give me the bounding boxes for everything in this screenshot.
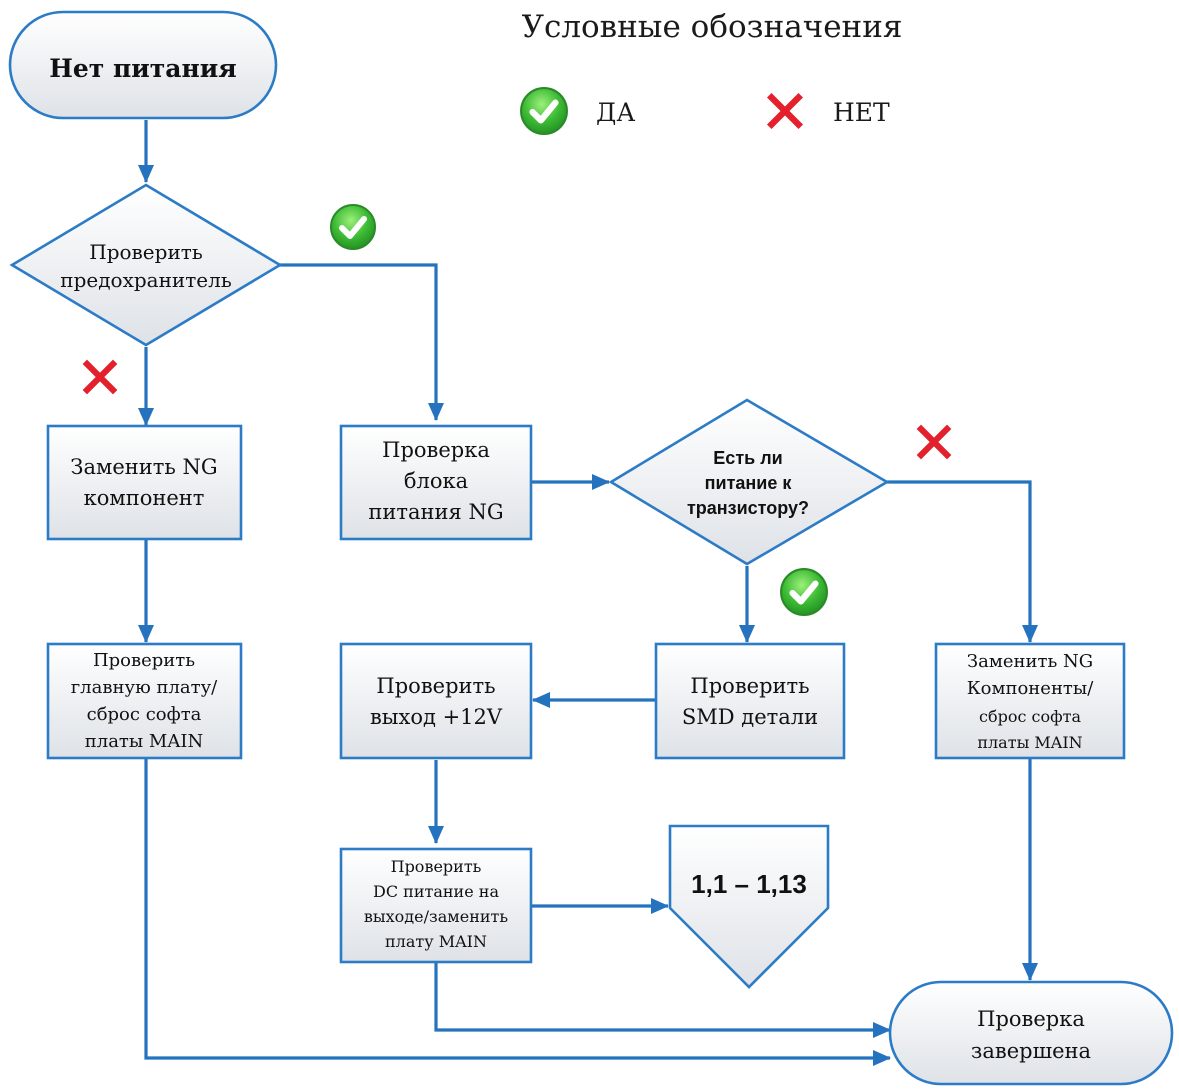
main-board-label-line4: платы MAIN [85, 731, 203, 752]
process-replace-ng-component: Заменить NG компонент [46, 424, 243, 541]
legend-title: Условные обозначения [522, 9, 903, 45]
transistor-label-line3: транзистору? [687, 498, 809, 518]
end-label-line2: завершена [971, 1039, 1091, 1063]
replace-ng-label-line2: компонент [84, 486, 205, 510]
offpage-reference: 1,1 – 1,13 [668, 824, 830, 989]
replace-reset-label-line4: платы MAIN [977, 733, 1082, 752]
legend-no-label: НЕТ [833, 98, 890, 127]
end-terminator: Проверка завершена [888, 980, 1174, 1086]
power-block-label-line2: блока [404, 469, 468, 493]
main-board-label-line1: Проверить [93, 650, 195, 671]
replace-reset-label-line1: Заменить NG [967, 651, 1093, 672]
smd-label-line1: Проверить [690, 674, 809, 698]
process-replace-components-reset: Заменить NG Компоненты/ сброс софта плат… [934, 642, 1126, 760]
main-board-label-line3: сброс софта [87, 704, 202, 725]
legend-yes-check-icon [521, 88, 567, 134]
connector-dc-to-end [434, 962, 891, 1038]
decision-check-fuse: Проверить предохранитель [9, 183, 283, 347]
check-12v-label-line1: Проверить [376, 674, 495, 698]
connector-question-no [887, 480, 1038, 643]
process-check-smd: Проверить SMD детали [654, 642, 846, 760]
check-dc-label-line2: DC питание на [373, 882, 499, 901]
legend-yes-label: ДА [596, 98, 635, 127]
start-label: Нет питания [49, 54, 237, 83]
process-check-dc: Проверить DC питание на выходе/заменить … [339, 847, 533, 964]
connector-mainboard-to-end [144, 758, 891, 1066]
power-block-label-line3: питания NG [368, 500, 503, 524]
check-fuse-label-line2: предохранитель [60, 268, 232, 292]
replace-reset-label-line2: Компоненты/ [967, 678, 1095, 699]
connector-fuse-yes [278, 263, 444, 421]
process-check-main-board: Проверить главную плату/ сброс софта пла… [46, 642, 243, 760]
process-check-12v: Проверить выход +12V [339, 642, 533, 760]
replace-ng-label-line1: Заменить NG [70, 455, 217, 479]
offpage-label: 1,1 – 1,13 [691, 869, 807, 899]
check-12v-label-line2: выход +12V [370, 705, 503, 729]
check-dc-label-line1: Проверить [391, 857, 482, 876]
process-check-power-block: Проверка блока питания NG [339, 424, 533, 541]
connectors [138, 120, 1038, 1066]
transistor-label-line1: Есть ли [713, 448, 782, 468]
check-dc-label-line3: выходе/заменить [364, 907, 508, 926]
decision-transistor-power: Есть ли питание к транзистору? [608, 398, 890, 566]
check-fuse-label-line1: Проверить [89, 240, 203, 264]
legend: Условные обозначения ДА НЕТ [521, 9, 902, 134]
end-label-line1: Проверка [977, 1007, 1085, 1031]
smd-label-line2: SMD детали [682, 705, 818, 729]
yes-check-icon [331, 205, 375, 249]
legend-no-cross-icon [767, 93, 803, 129]
power-block-label-line1: Проверка [382, 438, 490, 462]
start-terminator: Нет питания [8, 10, 278, 120]
transistor-label-line2: питание к [705, 473, 793, 493]
yes-check-icon [781, 569, 827, 615]
no-cross-icon [916, 424, 952, 460]
check-dc-label-line4: плату MAIN [385, 932, 487, 951]
replace-reset-label-line3: сброс софта [979, 707, 1081, 726]
no-cross-icon [82, 359, 118, 395]
main-board-label-line2: главную плату/ [71, 677, 218, 698]
